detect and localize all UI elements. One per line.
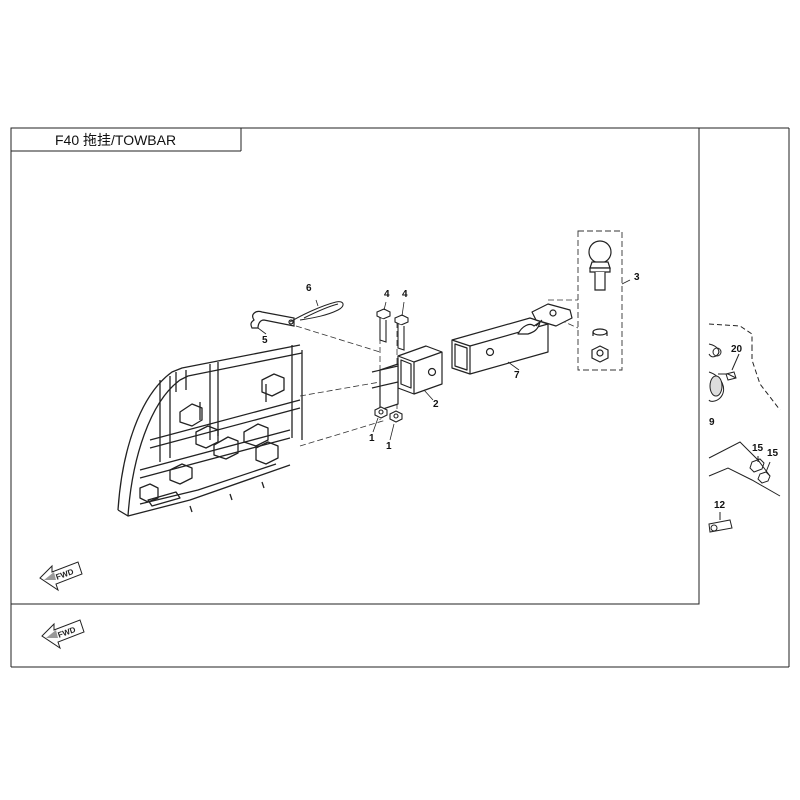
fwd-arrow-icon: FWD [41,619,85,650]
main-sheet-frame [10,127,700,605]
callout-3: 3 [634,272,640,283]
callout-20: 20 [731,344,743,355]
hitch-pin-clip [289,301,344,323]
drawbar [451,303,573,375]
vehicle-frame [117,344,303,517]
callout-5: 5 [262,335,268,346]
callout-1a: 1 [369,433,375,444]
ball-washer-nut [591,328,609,363]
callout-7: 7 [514,370,520,381]
receiver-sleeve [371,345,443,411]
callout-4b: 4 [402,289,408,300]
back-sheet-frame [10,127,790,668]
adjacent-sheet-fragment [708,323,781,533]
nuts [374,406,403,423]
bolts [376,308,409,351]
callout-1b: 1 [386,441,392,452]
page-title: F40 拖挂/TOWBAR [55,132,177,148]
fwd-arrow-icon: FWD [39,561,83,592]
hitch-ball [588,240,612,291]
callout-leaders [257,279,631,441]
callout-2: 2 [433,399,439,410]
callout-15a: 15 [752,443,764,454]
callout-15b: 15 [767,448,779,459]
callout-6: 6 [306,283,312,294]
ball-mount-group-box [577,230,623,371]
callout-9: 9 [709,417,715,428]
title-tab-frame [11,128,242,152]
callout-12: 12 [714,500,726,511]
callout-4a: 4 [384,289,390,300]
hitch-pin [250,310,295,329]
